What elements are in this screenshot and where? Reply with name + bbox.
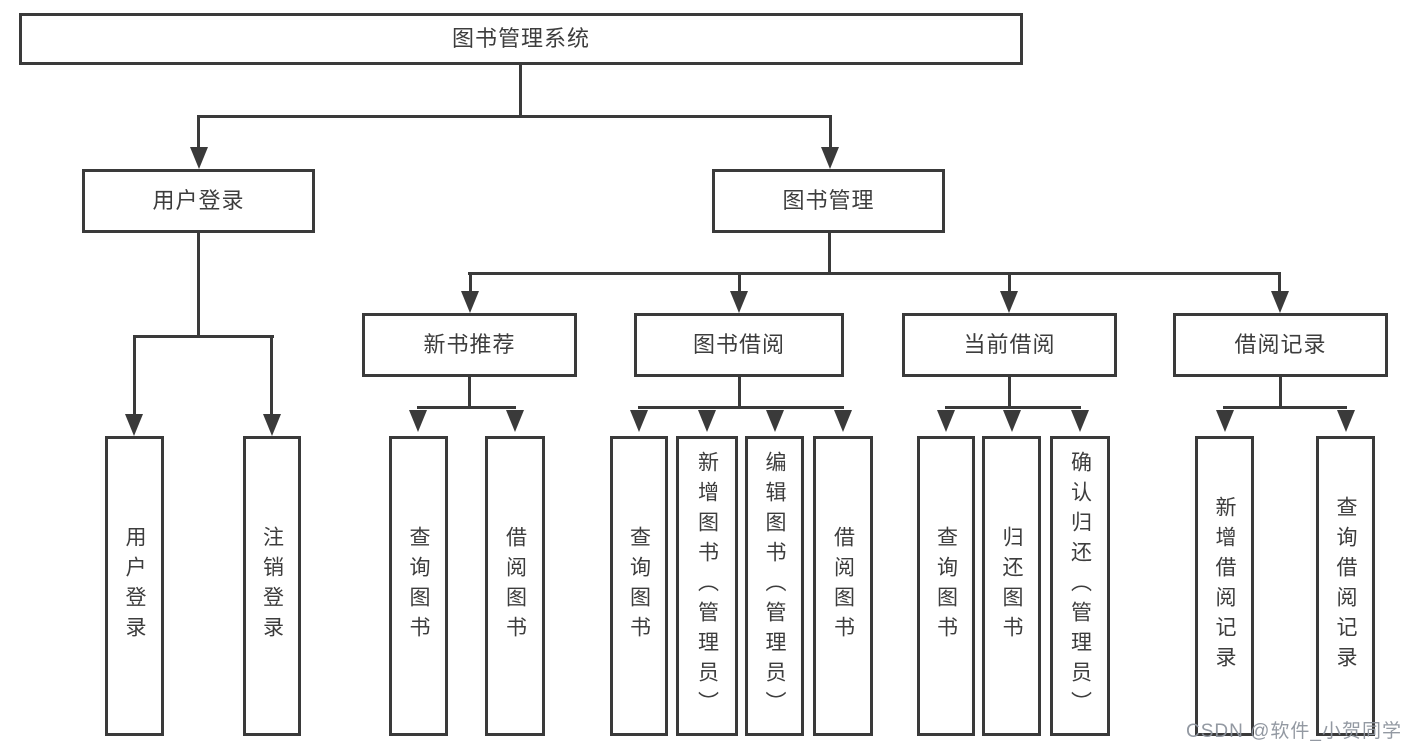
csdn-watermark: CSDN @软件_小贺同学 <box>1186 721 1402 742</box>
connector-drop-leaf-logout <box>270 335 273 418</box>
arrow-down-icon <box>506 410 524 432</box>
leaf-return-book: 归还图书 <box>982 436 1041 736</box>
connector-group2-rail <box>945 406 1081 409</box>
leaf-borrow-book-recommend: 借阅图书 <box>485 436 545 736</box>
arrow-down-icon <box>821 147 839 169</box>
arrow-down-icon <box>190 147 208 169</box>
arrow-down-icon <box>1071 410 1089 432</box>
node-book-borrow: 图书借阅 <box>634 313 844 377</box>
connector-root-rail <box>197 115 831 118</box>
arrow-down-icon <box>730 291 748 313</box>
arrow-down-icon <box>461 291 479 313</box>
connector-drop-user-login <box>197 115 200 152</box>
node-new-book-recommend: 新书推荐 <box>362 313 577 377</box>
connector-mgmt-trunk <box>828 233 831 275</box>
arrow-down-icon <box>1216 410 1234 432</box>
connector-group1-rail <box>638 406 844 409</box>
connector-drop-new-book <box>469 272 472 294</box>
connector-group3-trunk <box>1279 377 1282 409</box>
arrow-down-icon <box>1271 291 1289 313</box>
arrow-down-icon <box>263 414 281 436</box>
connector-drop-borrow-records <box>1278 272 1281 294</box>
connector-group2-trunk <box>1008 377 1011 409</box>
connector-drop-book-borrow <box>738 272 741 294</box>
connector-mgmt-rail <box>468 272 1281 275</box>
arrow-down-icon <box>937 410 955 432</box>
leaf-user-login: 用户登录 <box>105 436 164 736</box>
arrow-down-icon <box>834 410 852 432</box>
arrow-down-icon <box>766 410 784 432</box>
connector-user-trunk <box>197 233 200 338</box>
leaf-borrow-book: 借阅图书 <box>813 436 873 736</box>
leaf-query-borrow-record: 查询借阅记录 <box>1316 436 1375 736</box>
connector-user-rail <box>133 335 274 338</box>
connector-drop-current-borrow <box>1008 272 1011 294</box>
leaf-query-book-recommend: 查询图书 <box>389 436 448 736</box>
leaf-edit-book-admin: 编辑图书（管理员） <box>745 436 804 736</box>
leaf-query-book-borrow: 查询图书 <box>610 436 668 736</box>
connector-group0-trunk <box>468 377 471 409</box>
node-user-login: 用户登录 <box>82 169 315 233</box>
connector-root-trunk <box>519 65 522 118</box>
leaf-query-book-current: 查询图书 <box>917 436 975 736</box>
connector-group0-rail <box>417 406 516 409</box>
connector-group3-rail <box>1223 406 1347 409</box>
arrow-down-icon <box>1003 410 1021 432</box>
connector-drop-leaf-user-login <box>133 335 136 418</box>
node-current-borrow: 当前借阅 <box>902 313 1117 377</box>
arrow-down-icon <box>1000 291 1018 313</box>
leaf-add-borrow-record: 新增借阅记录 <box>1195 436 1254 736</box>
leaf-add-book-admin: 新增图书（管理员） <box>676 436 738 736</box>
node-book-management: 图书管理 <box>712 169 945 233</box>
node-borrow-records: 借阅记录 <box>1173 313 1388 377</box>
node-library-management-system: 图书管理系统 <box>19 13 1023 65</box>
arrow-down-icon <box>698 410 716 432</box>
arrow-down-icon <box>630 410 648 432</box>
leaf-logout: 注销登录 <box>243 436 301 736</box>
leaf-confirm-return-admin: 确认归还（管理员） <box>1050 436 1110 736</box>
connector-drop-book-management <box>829 115 832 152</box>
arrow-down-icon <box>1337 410 1355 432</box>
arrow-down-icon <box>409 410 427 432</box>
arrow-down-icon <box>125 414 143 436</box>
connector-group1-trunk <box>738 377 741 409</box>
